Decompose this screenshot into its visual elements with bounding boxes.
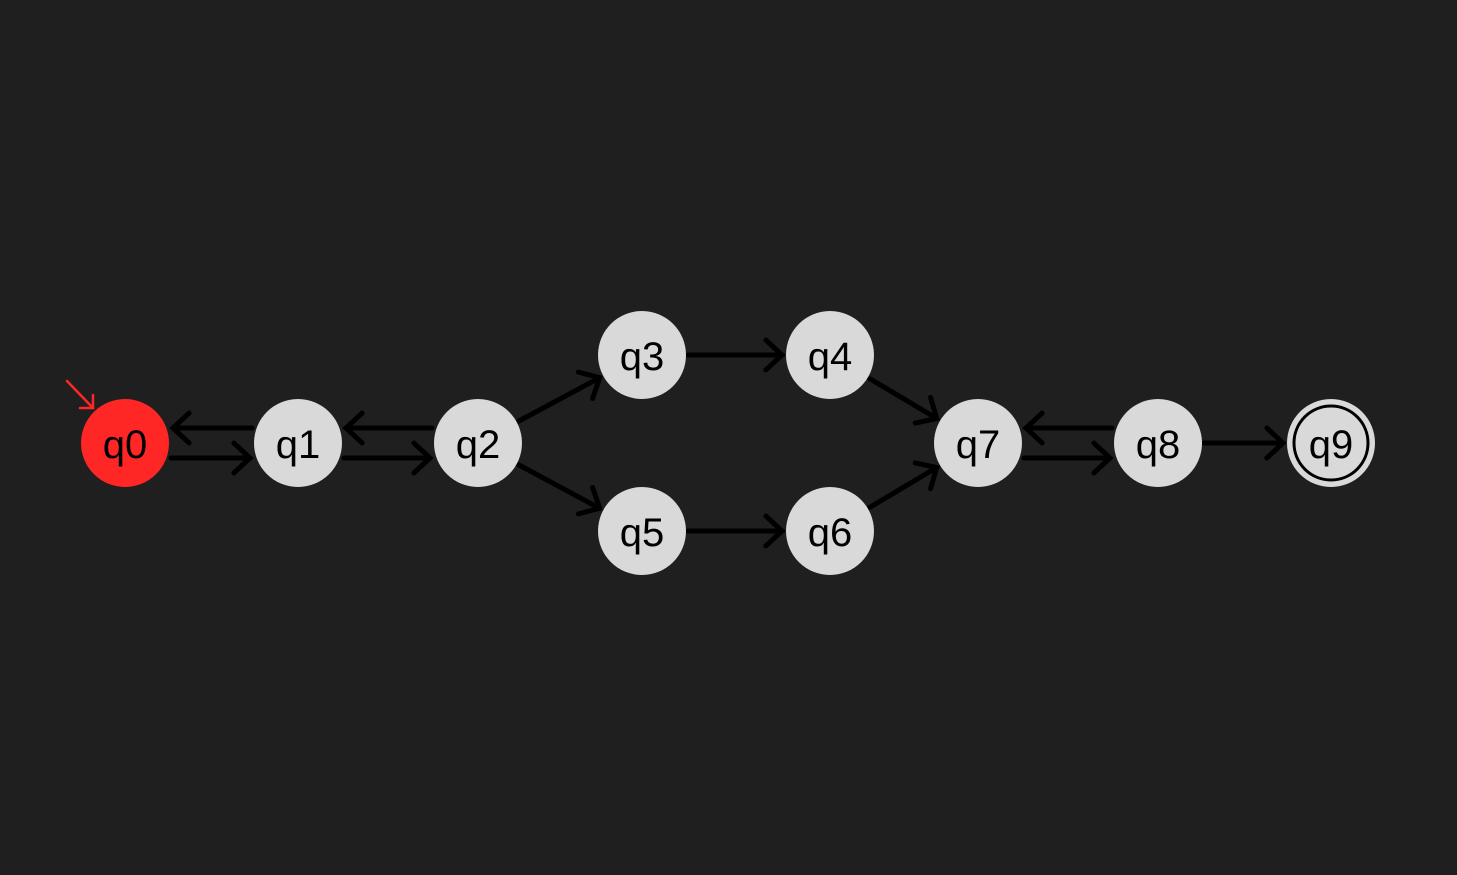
state-label: q5 [620, 511, 665, 555]
transition-q2-q3 [516, 369, 603, 424]
state-circle [81, 399, 169, 487]
state-q2[interactable]: q2 [434, 399, 522, 487]
arrowhead-icon [1022, 410, 1045, 446]
arrowhead-icon [912, 394, 940, 426]
transition-q8-q9 [1201, 425, 1287, 461]
transition-line [516, 462, 603, 511]
state-label: q1 [276, 423, 321, 467]
arrowhead-icon [231, 440, 254, 476]
transition-q1-q2 [341, 440, 434, 476]
start-arrow-icon [65, 379, 95, 410]
transition-q8-q7 [1022, 410, 1115, 446]
arrowhead-icon [1091, 440, 1114, 476]
transitions [168, 337, 1287, 549]
start-marker [65, 379, 95, 410]
arrowhead-icon [411, 440, 434, 476]
state-q1[interactable]: q1 [254, 399, 342, 487]
state-q3[interactable]: q3 [598, 311, 686, 399]
transition-line [516, 375, 603, 424]
state-label: q4 [808, 335, 853, 379]
state-label: q7 [956, 423, 1001, 467]
arrowhead-icon [763, 513, 786, 549]
transition-q6-q7 [867, 460, 940, 510]
transition-q3-q4 [685, 337, 786, 373]
arrowhead-icon [912, 460, 940, 492]
arrowhead-icon [169, 410, 192, 446]
arrowhead-icon [1264, 425, 1287, 461]
state-q8[interactable]: q8 [1114, 399, 1202, 487]
accept-ring [1292, 404, 1370, 482]
state-q6[interactable]: q6 [786, 487, 874, 575]
state-label: q2 [456, 423, 501, 467]
states: q0 q1 q2 q3 q4 q5 q6 q7 q8 q9 [81, 311, 1375, 575]
transition-q2-q5 [516, 462, 603, 517]
state-label: q6 [808, 511, 853, 555]
state-q5[interactable]: q5 [598, 487, 686, 575]
transition-line [867, 376, 940, 421]
transition-q2-q1 [342, 410, 435, 446]
state-circle [598, 487, 686, 575]
transition-q4-q7 [867, 376, 940, 426]
transition-q1-q0 [169, 410, 255, 446]
state-circle [254, 399, 342, 487]
state-circle [434, 399, 522, 487]
state-circle [934, 399, 1022, 487]
state-circle [1287, 399, 1375, 487]
arrowhead-icon [575, 369, 603, 402]
state-circle [598, 311, 686, 399]
transition-line [867, 465, 940, 510]
state-q7[interactable]: q7 [934, 399, 1022, 487]
state-q4[interactable]: q4 [786, 311, 874, 399]
transition-q0-q1 [168, 440, 254, 476]
arrowhead-icon [342, 410, 365, 446]
arrowhead-icon [763, 337, 786, 373]
state-q9[interactable]: q9 [1287, 399, 1375, 487]
state-label: q3 [620, 335, 665, 379]
transition-q7-q8 [1021, 440, 1114, 476]
state-label: q9 [1309, 423, 1354, 467]
state-q0[interactable]: q0 [81, 399, 169, 487]
state-circle [786, 311, 874, 399]
state-label: q8 [1136, 423, 1181, 467]
state-circle [1114, 399, 1202, 487]
transition-q5-q6 [685, 513, 786, 549]
state-circle [786, 487, 874, 575]
arrowhead-icon [575, 484, 603, 517]
state-label: q0 [103, 423, 148, 467]
